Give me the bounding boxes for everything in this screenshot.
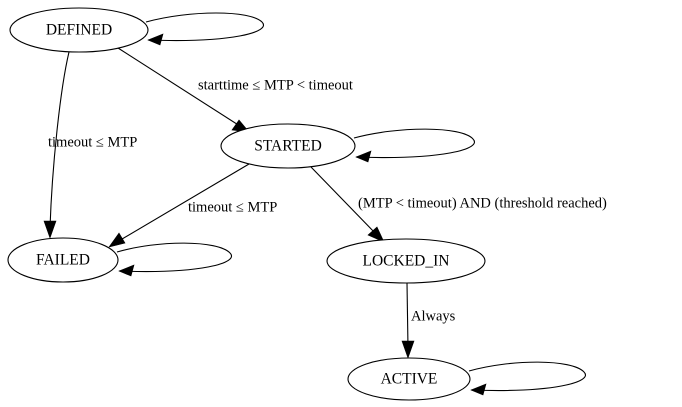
node-defined-ellipse[interactable] [9,7,149,53]
node-started-label: STARTED [254,138,322,155]
node-defined-label: DEFINED [46,22,112,39]
edge-defined-to-started: starttime ≤ MTP < timeout [117,47,353,133]
node-started-ellipse[interactable] [220,123,356,169]
edge-label-defined-to-failed: timeout ≤ MTP [48,134,137,150]
node-locked-in-ellipse[interactable] [326,238,486,284]
node-active-ellipse[interactable] [347,357,471,401]
defined-self-loop [145,12,265,46]
node-defined[interactable]: DEFINED [9,7,149,53]
started-self-loop [353,128,475,163]
active-self-loop [468,361,586,396]
edge-locked-in-to-active: Always [401,282,456,359]
node-locked-in[interactable]: LOCKED_IN [326,238,486,284]
node-failed-label: FAILED [36,252,90,269]
edge-started-to-failed: timeout ≤ MTP [108,163,277,248]
node-active[interactable]: ACTIVE [347,357,471,401]
edge-label-defined-to-started: starttime ≤ MTP < timeout [198,77,353,93]
node-failed[interactable]: FAILED [7,237,119,283]
edge-defined-to-failed: timeout ≤ MTP [43,51,137,239]
node-failed-ellipse[interactable] [7,237,119,283]
node-started[interactable]: STARTED [220,123,356,169]
edge-label-locked-in-to-active: Always [411,308,456,324]
edge-label-started-to-failed: timeout ≤ MTP [188,199,277,215]
edge-started-to-locked-in: (MTP < timeout) AND (threshold reached) [310,166,607,243]
node-locked-in-label: LOCKED_IN [363,253,450,270]
node-active-label: ACTIVE [381,371,438,388]
edge-label-started-to-locked-in: (MTP < timeout) AND (threshold reached) [358,195,607,211]
failed-self-loop [116,242,233,277]
